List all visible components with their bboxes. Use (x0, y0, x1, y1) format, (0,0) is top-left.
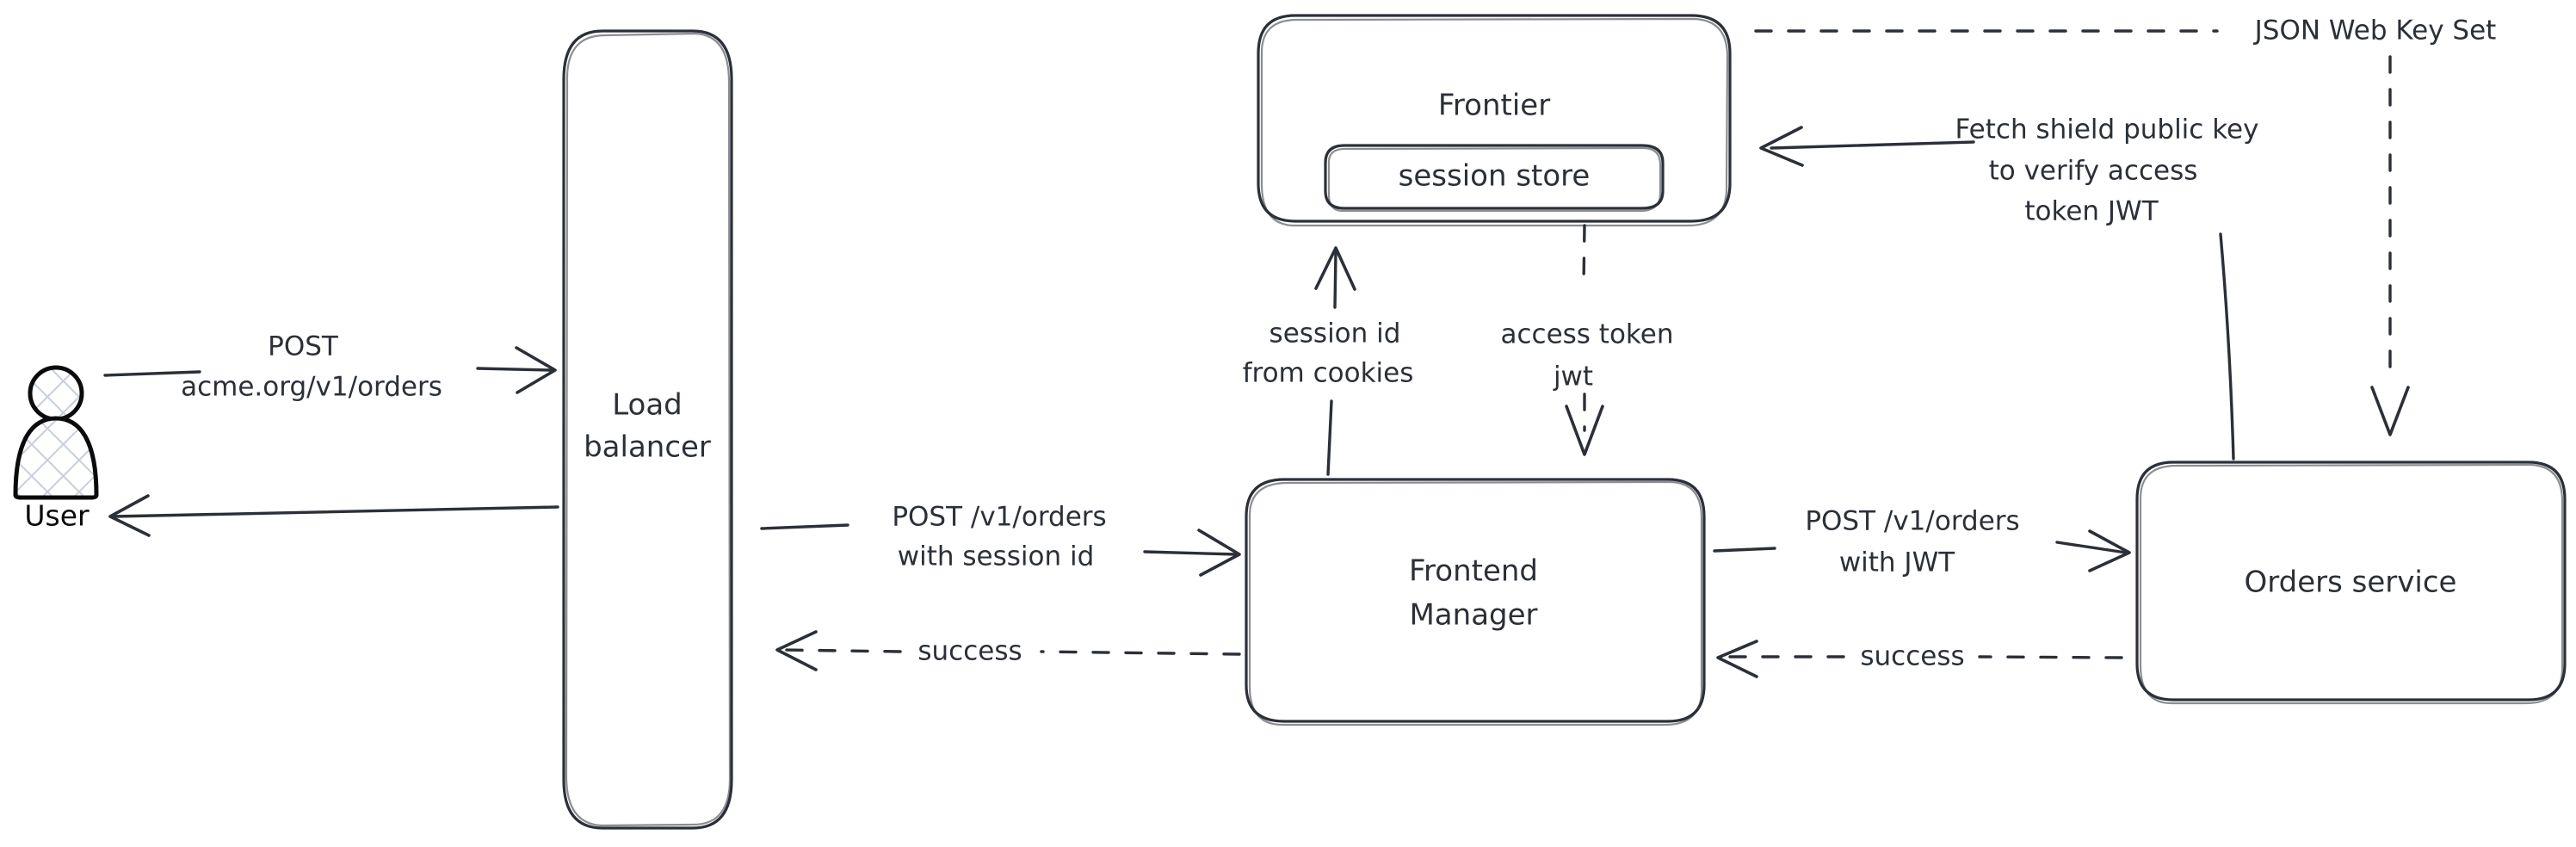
edge-user-to-load-balancer: POST acme.org/v1/orders (103, 331, 557, 403)
edge-lb-to-fm-line-right (1143, 550, 1238, 556)
edge-frontend-manager-to-load-balancer: success (775, 630, 1241, 671)
node-frontend-manager[interactable]: Frontend Manager (1245, 478, 1706, 726)
edge-orders-service-to-frontend-manager: success (1716, 640, 2123, 678)
edge-orders-to-frontier-curve (2219, 232, 2235, 461)
edge-fm-to-frontier-arrowhead (1314, 246, 1356, 291)
load-balancer-shape-sketch (565, 32, 732, 827)
edge-orders-to-frontier-label-line3: token JWT (2024, 196, 2159, 227)
edge-orders-to-frontier-label-line1: Fetch shield public key (1955, 114, 2259, 145)
edge-fm-to-orders-arrowhead (2088, 529, 2131, 572)
edge-fm-to-frontier-line-upper (1333, 250, 1337, 309)
edge-fm-to-orders-label-line1: POST /v1/orders (1805, 506, 2019, 537)
frontend-manager-shape-sketch (1248, 480, 1703, 726)
edge-fm-to-orders-line-left (1713, 547, 1776, 553)
edge-user-to-lb-label-line2: acme.org/v1/orders (181, 372, 442, 403)
edge-load-balancer-to-frontend-manager: POST /v1/orders with session id (760, 502, 1241, 577)
user-head-icon (28, 365, 84, 422)
orders-service-shape (2135, 461, 2567, 702)
edge-fm-to-lb-label: success (917, 636, 1022, 667)
node-session-store[interactable]: session store (1324, 144, 1665, 213)
edge-user-to-lb-line-right (476, 367, 553, 372)
orders-service-shape-sketch (2139, 463, 2564, 705)
edge-fm-to-lb-line-right (1040, 650, 1241, 656)
edge-fm-to-frontier-line-lower (1326, 399, 1333, 476)
edge-frontend-manager-to-frontier: session id from cookies (1243, 246, 1414, 476)
load-balancer-label-line1: Load (612, 388, 683, 423)
node-frontier[interactable]: Frontier session store (1257, 14, 1732, 227)
session-store-shape-sketch (1327, 146, 1662, 213)
edge-lb-to-user-line (112, 505, 559, 518)
actor-user-label: User (24, 499, 90, 533)
edge-frontier-to-fm-line-upper (1582, 224, 1586, 286)
edge-lb-to-fm-label-line1: POST /v1/orders (892, 502, 1106, 533)
frontier-label: Frontier (1438, 89, 1550, 123)
edge-frontier-to-orders-label: JSON Web Key Set (2253, 15, 2497, 46)
edge-frontier-to-fm-label-line2: jwt (1553, 362, 1593, 393)
edge-frontier-to-fm-arrowhead (1565, 405, 1604, 456)
edge-orders-service-to-frontier: Fetch shield public key to verify access… (1759, 114, 2259, 461)
edge-frontier-to-orders-service: JSON Web Key Set (1754, 15, 2497, 436)
frontend-manager-label-line1: Frontend (1409, 554, 1538, 589)
edge-fm-to-lb-arrowhead (775, 630, 818, 671)
frontend-manager-shape (1245, 478, 1706, 723)
edge-orders-to-frontier-label-line2: to verify access (1989, 156, 2198, 187)
edge-orders-to-frontier-arrowhead (1759, 126, 1804, 167)
edge-fm-to-orders-label-line2: with JWT (1839, 547, 1955, 578)
edge-fm-to-frontier-label-line1: session id (1269, 318, 1401, 349)
edge-orders-to-frontier-line (1770, 140, 1975, 150)
orders-service-label: Orders service (2245, 566, 2457, 600)
edge-lb-to-fm-label-line2: with session id (898, 541, 1095, 572)
frontier-shape-sketch (1260, 17, 1729, 227)
edge-user-to-lb-label-line1: POST (268, 331, 339, 362)
edge-fm-to-orders-line-right (2055, 541, 2128, 554)
edge-frontend-manager-to-orders-service: POST /v1/orders with JWT (1713, 506, 2131, 578)
frontier-shape (1257, 14, 1732, 223)
node-orders-service[interactable]: Orders service (2135, 461, 2567, 705)
edge-orders-to-fm-label: success (1860, 641, 1964, 672)
edge-lb-to-user-arrowhead (108, 494, 151, 537)
edge-orders-to-fm-arrowhead (1716, 640, 1758, 678)
edge-lb-to-fm-arrowhead (1197, 529, 1241, 577)
node-load-balancer[interactable]: Load balancer (562, 29, 733, 830)
load-balancer-shape (562, 29, 733, 830)
edge-fm-to-lb-line-left (781, 648, 902, 653)
edge-frontier-to-orders-arrowhead (2370, 386, 2410, 436)
frontend-manager-label-line2: Manager (1409, 598, 1537, 633)
edge-frontier-to-frontend-manager: access token jwt (1500, 224, 1674, 456)
edge-user-to-lb-arrowhead (515, 346, 557, 394)
edge-lb-to-fm-line-left (760, 523, 849, 530)
edge-orders-to-fm-line-right (1978, 655, 2123, 659)
user-body-icon (13, 416, 99, 500)
actor-user[interactable]: User (13, 365, 99, 533)
edge-fm-to-frontier-label-line2: from cookies (1243, 358, 1414, 389)
session-store-shape (1324, 144, 1665, 210)
edge-load-balancer-to-user (108, 494, 559, 537)
session-store-label: session store (1399, 159, 1591, 194)
edge-user-to-lb-line (103, 370, 201, 377)
load-balancer-label-line2: balancer (584, 430, 711, 465)
edge-frontier-to-fm-label-line1: access token (1500, 319, 1673, 350)
